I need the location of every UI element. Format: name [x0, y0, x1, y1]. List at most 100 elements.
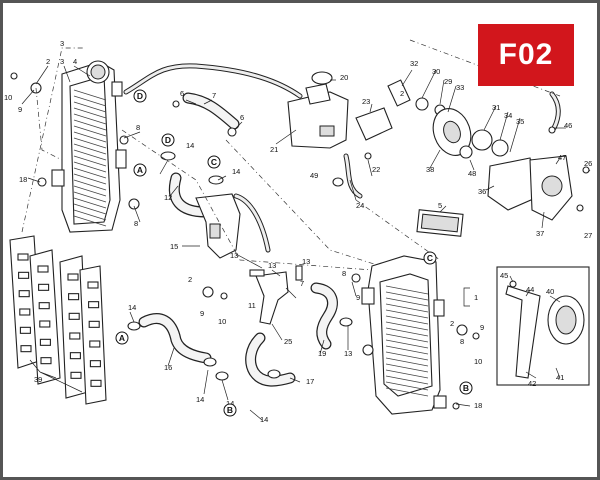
- part-label: 4: [73, 57, 77, 66]
- part-label: 40: [546, 287, 554, 296]
- guard-slot: [18, 271, 30, 279]
- expansion-tank: [287, 71, 393, 149]
- part-label: 6: [180, 89, 184, 98]
- guard-slot: [39, 320, 51, 328]
- inset-box: [496, 266, 590, 386]
- part-label: 46: [564, 121, 572, 130]
- radiator-fin: [385, 315, 429, 325]
- part-label: 45: [500, 271, 508, 280]
- guard-slot: [88, 301, 100, 309]
- part-label: 7: [300, 279, 304, 288]
- part-label: 1: [474, 293, 478, 302]
- guard-slot: [89, 340, 101, 348]
- guard-slot: [90, 379, 102, 387]
- part-label: 10: [4, 93, 12, 102]
- part-label: 10: [218, 317, 226, 326]
- radiator-fin: [73, 185, 107, 197]
- radiator-fin: [385, 303, 429, 313]
- part-label: 8: [134, 219, 138, 228]
- part-label: 14: [226, 399, 234, 408]
- radiator-fin: [385, 387, 429, 397]
- part-label: 49: [310, 171, 318, 180]
- radiator-fin: [73, 197, 107, 209]
- part-label: 6: [240, 113, 244, 122]
- radiator-fin: [385, 363, 429, 373]
- part-label: 25: [284, 337, 292, 346]
- part-label: 14: [186, 141, 194, 150]
- radiator-fin: [73, 143, 107, 155]
- guard-slot: [38, 283, 50, 291]
- part-label: 23: [362, 97, 370, 106]
- radiator-fin: [385, 333, 429, 343]
- guard-slot: [39, 338, 51, 346]
- radiator-fin: [73, 191, 107, 203]
- radiator-fin: [385, 321, 429, 331]
- part-label: 14: [128, 303, 136, 312]
- part-label: 14: [260, 415, 268, 424]
- part-label: 2: [46, 57, 50, 66]
- radiator-fin: [385, 291, 429, 301]
- part-label: 2: [450, 319, 454, 328]
- part-label: 3: [60, 57, 64, 66]
- part-label: 9: [200, 309, 204, 318]
- radiator-fin: [73, 113, 107, 125]
- part-label: 37: [536, 229, 544, 238]
- left-guards: [9, 235, 107, 405]
- part-label: 47: [558, 153, 566, 162]
- diagram-code-badge: F02: [478, 24, 574, 86]
- radiator-fin: [73, 137, 107, 149]
- guard-slot: [67, 273, 79, 281]
- radiator-fin: [73, 107, 107, 119]
- leader-lines: [21, 65, 591, 421]
- marker-a: A: [137, 165, 143, 175]
- part-label: 11: [248, 301, 256, 310]
- guard-slot: [69, 352, 81, 360]
- part-label: 42: [528, 379, 536, 388]
- radiator-fin: [385, 297, 429, 307]
- part-label: 31: [492, 103, 500, 112]
- radiator-fin: [385, 351, 429, 361]
- part-label: 21: [270, 145, 278, 154]
- radiator-fin: [73, 215, 107, 227]
- part-label: 26: [584, 159, 592, 168]
- part-label: 18: [19, 175, 27, 184]
- radiator-fin: [73, 179, 107, 191]
- part-label: 16: [164, 363, 172, 372]
- radiator-fin: [73, 149, 107, 161]
- part-label: 10: [474, 357, 482, 366]
- part-label: 35: [516, 117, 524, 126]
- part-label: 8: [136, 123, 140, 132]
- marker-d: D: [165, 135, 171, 145]
- radiator-fin: [73, 119, 107, 131]
- part-label: 34: [504, 111, 512, 120]
- radiator-fin: [73, 131, 107, 143]
- radiator-fin: [385, 375, 429, 385]
- bolts: [10, 72, 590, 410]
- radiator-fin: [73, 203, 107, 215]
- part-label: 14: [232, 167, 240, 176]
- right-radiator: [361, 255, 447, 415]
- part-label: 33: [456, 83, 464, 92]
- part-label: 20: [340, 73, 348, 82]
- marker-c: C: [211, 157, 217, 167]
- part-label: 5: [438, 201, 442, 210]
- left-radiator: [51, 60, 127, 233]
- marker-b: B: [463, 383, 469, 393]
- part-label: 3: [60, 39, 64, 48]
- radiator-fin: [73, 173, 107, 185]
- part-label: 36: [478, 187, 486, 196]
- part-label: 27: [584, 231, 592, 240]
- marker-b: B: [227, 405, 233, 415]
- guard-slot: [87, 281, 99, 289]
- radiator-fin: [385, 309, 429, 319]
- guard-slot: [70, 371, 82, 379]
- part-label: 14: [196, 395, 204, 404]
- part-label: 9: [18, 105, 22, 114]
- part-label: 2: [188, 275, 192, 284]
- part-labels: 3 2 3 4 10 9 8 18 8 6 7 6 14 14 12 15 13…: [4, 39, 592, 424]
- part-label: 13: [302, 257, 310, 266]
- radiator-fin: [385, 327, 429, 337]
- part-label: 7: [212, 91, 216, 100]
- guard-slot: [17, 253, 29, 261]
